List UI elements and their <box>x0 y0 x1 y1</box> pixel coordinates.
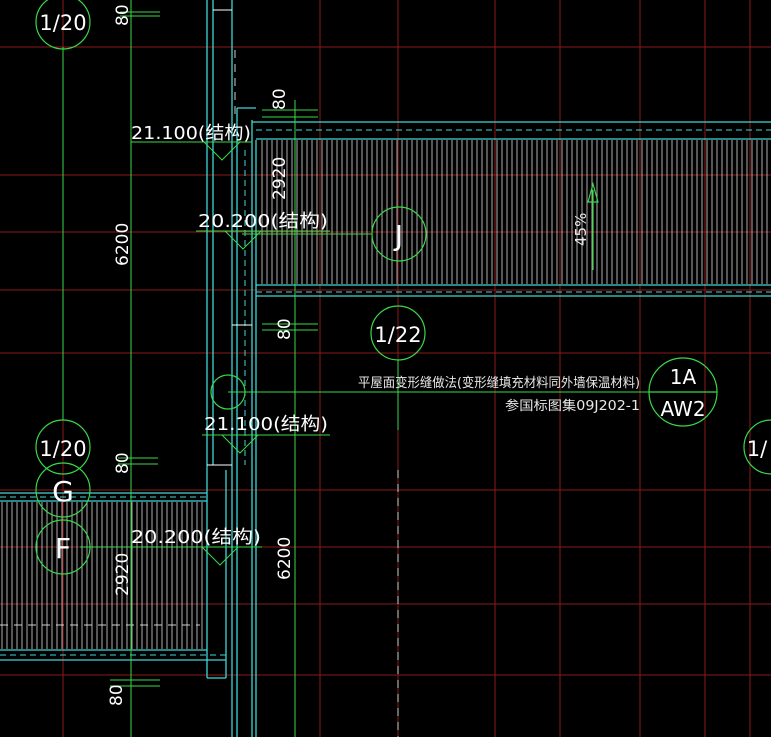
note-line-2: 参国标图集09J202-1 <box>505 398 640 414</box>
dim-lines <box>62 0 650 737</box>
axis-label-j: J <box>393 219 403 252</box>
wall-stubs <box>207 9 252 466</box>
note-line-1: 平屋面变形缝做法(变形缝填充材料同外墙保温材料) <box>358 375 640 391</box>
axis-label-120-top: 1/20 <box>39 11 86 35</box>
elevation-2: 20.200(结构) <box>198 211 328 232</box>
elevation-3: 21.100(结构) <box>204 414 328 435</box>
dim-text-80-b: 80 <box>270 88 290 110</box>
dim-text-6200-a: 6200 <box>113 223 133 266</box>
dim-text-80-d: 80 <box>113 452 133 474</box>
axis-circle-j <box>371 206 427 262</box>
elev-1-marker <box>203 141 241 161</box>
ref-label-bottom: AW2 <box>660 397 705 421</box>
dim-text-80-a: 80 <box>113 4 133 26</box>
elev-3-marker <box>221 434 259 454</box>
slope-head <box>587 181 599 203</box>
dim-text-6200-b: 6200 <box>275 537 295 580</box>
axis-circle-f <box>35 519 91 575</box>
axis-label-g: G <box>52 475 74 508</box>
dim-text-2920-b: 2920 <box>113 553 133 596</box>
annotations: 45% 平屋面变形缝做法(变形缝填充材料同外墙保温材料) 参国标图集09J202… <box>358 213 640 414</box>
hatch-lower-left <box>1 502 203 649</box>
axis-label-122: 1/22 <box>374 323 421 347</box>
elev-4-marker <box>201 546 239 566</box>
axis-circle-120-mid <box>35 419 91 475</box>
axis-circle-122 <box>370 305 426 361</box>
slope-arrow <box>587 181 599 270</box>
dim-text-2920-a: 2920 <box>270 157 290 200</box>
axis-circle-edge <box>743 419 771 475</box>
slope-label: 45% <box>572 213 590 246</box>
axis-circles <box>35 0 771 575</box>
elevation-4: 20.200(结构) <box>131 527 261 548</box>
dimension-texts: 80 80 2920 6200 80 80 2920 6200 80 <box>107 4 295 706</box>
axis-circle-small <box>210 374 246 410</box>
elevation-1: 21.100(结构) <box>131 123 251 144</box>
grid-dashes <box>0 50 399 737</box>
dim-text-80-e: 80 <box>107 684 127 706</box>
axis-circle-120-top <box>35 0 91 50</box>
elev-2-marker <box>224 230 262 250</box>
axis-label-edge: 1/ <box>747 437 768 461</box>
hatch-upper-right <box>261 140 768 284</box>
axis-texts: 1/20 1/20 G F J 1/22 1A AW2 1/ <box>39 11 768 565</box>
axis-circle-g <box>35 462 91 518</box>
dim-text-80-c: 80 <box>275 318 295 340</box>
elevation-texts: 21.100(结构) 20.200(结构) 21.100(结构) 20.200(… <box>131 123 328 548</box>
axis-label-120-mid: 1/20 <box>39 437 86 461</box>
wall-dashes <box>0 129 771 656</box>
ref-label-top: 1A <box>670 365 697 389</box>
axis-label-f: F <box>55 532 71 565</box>
